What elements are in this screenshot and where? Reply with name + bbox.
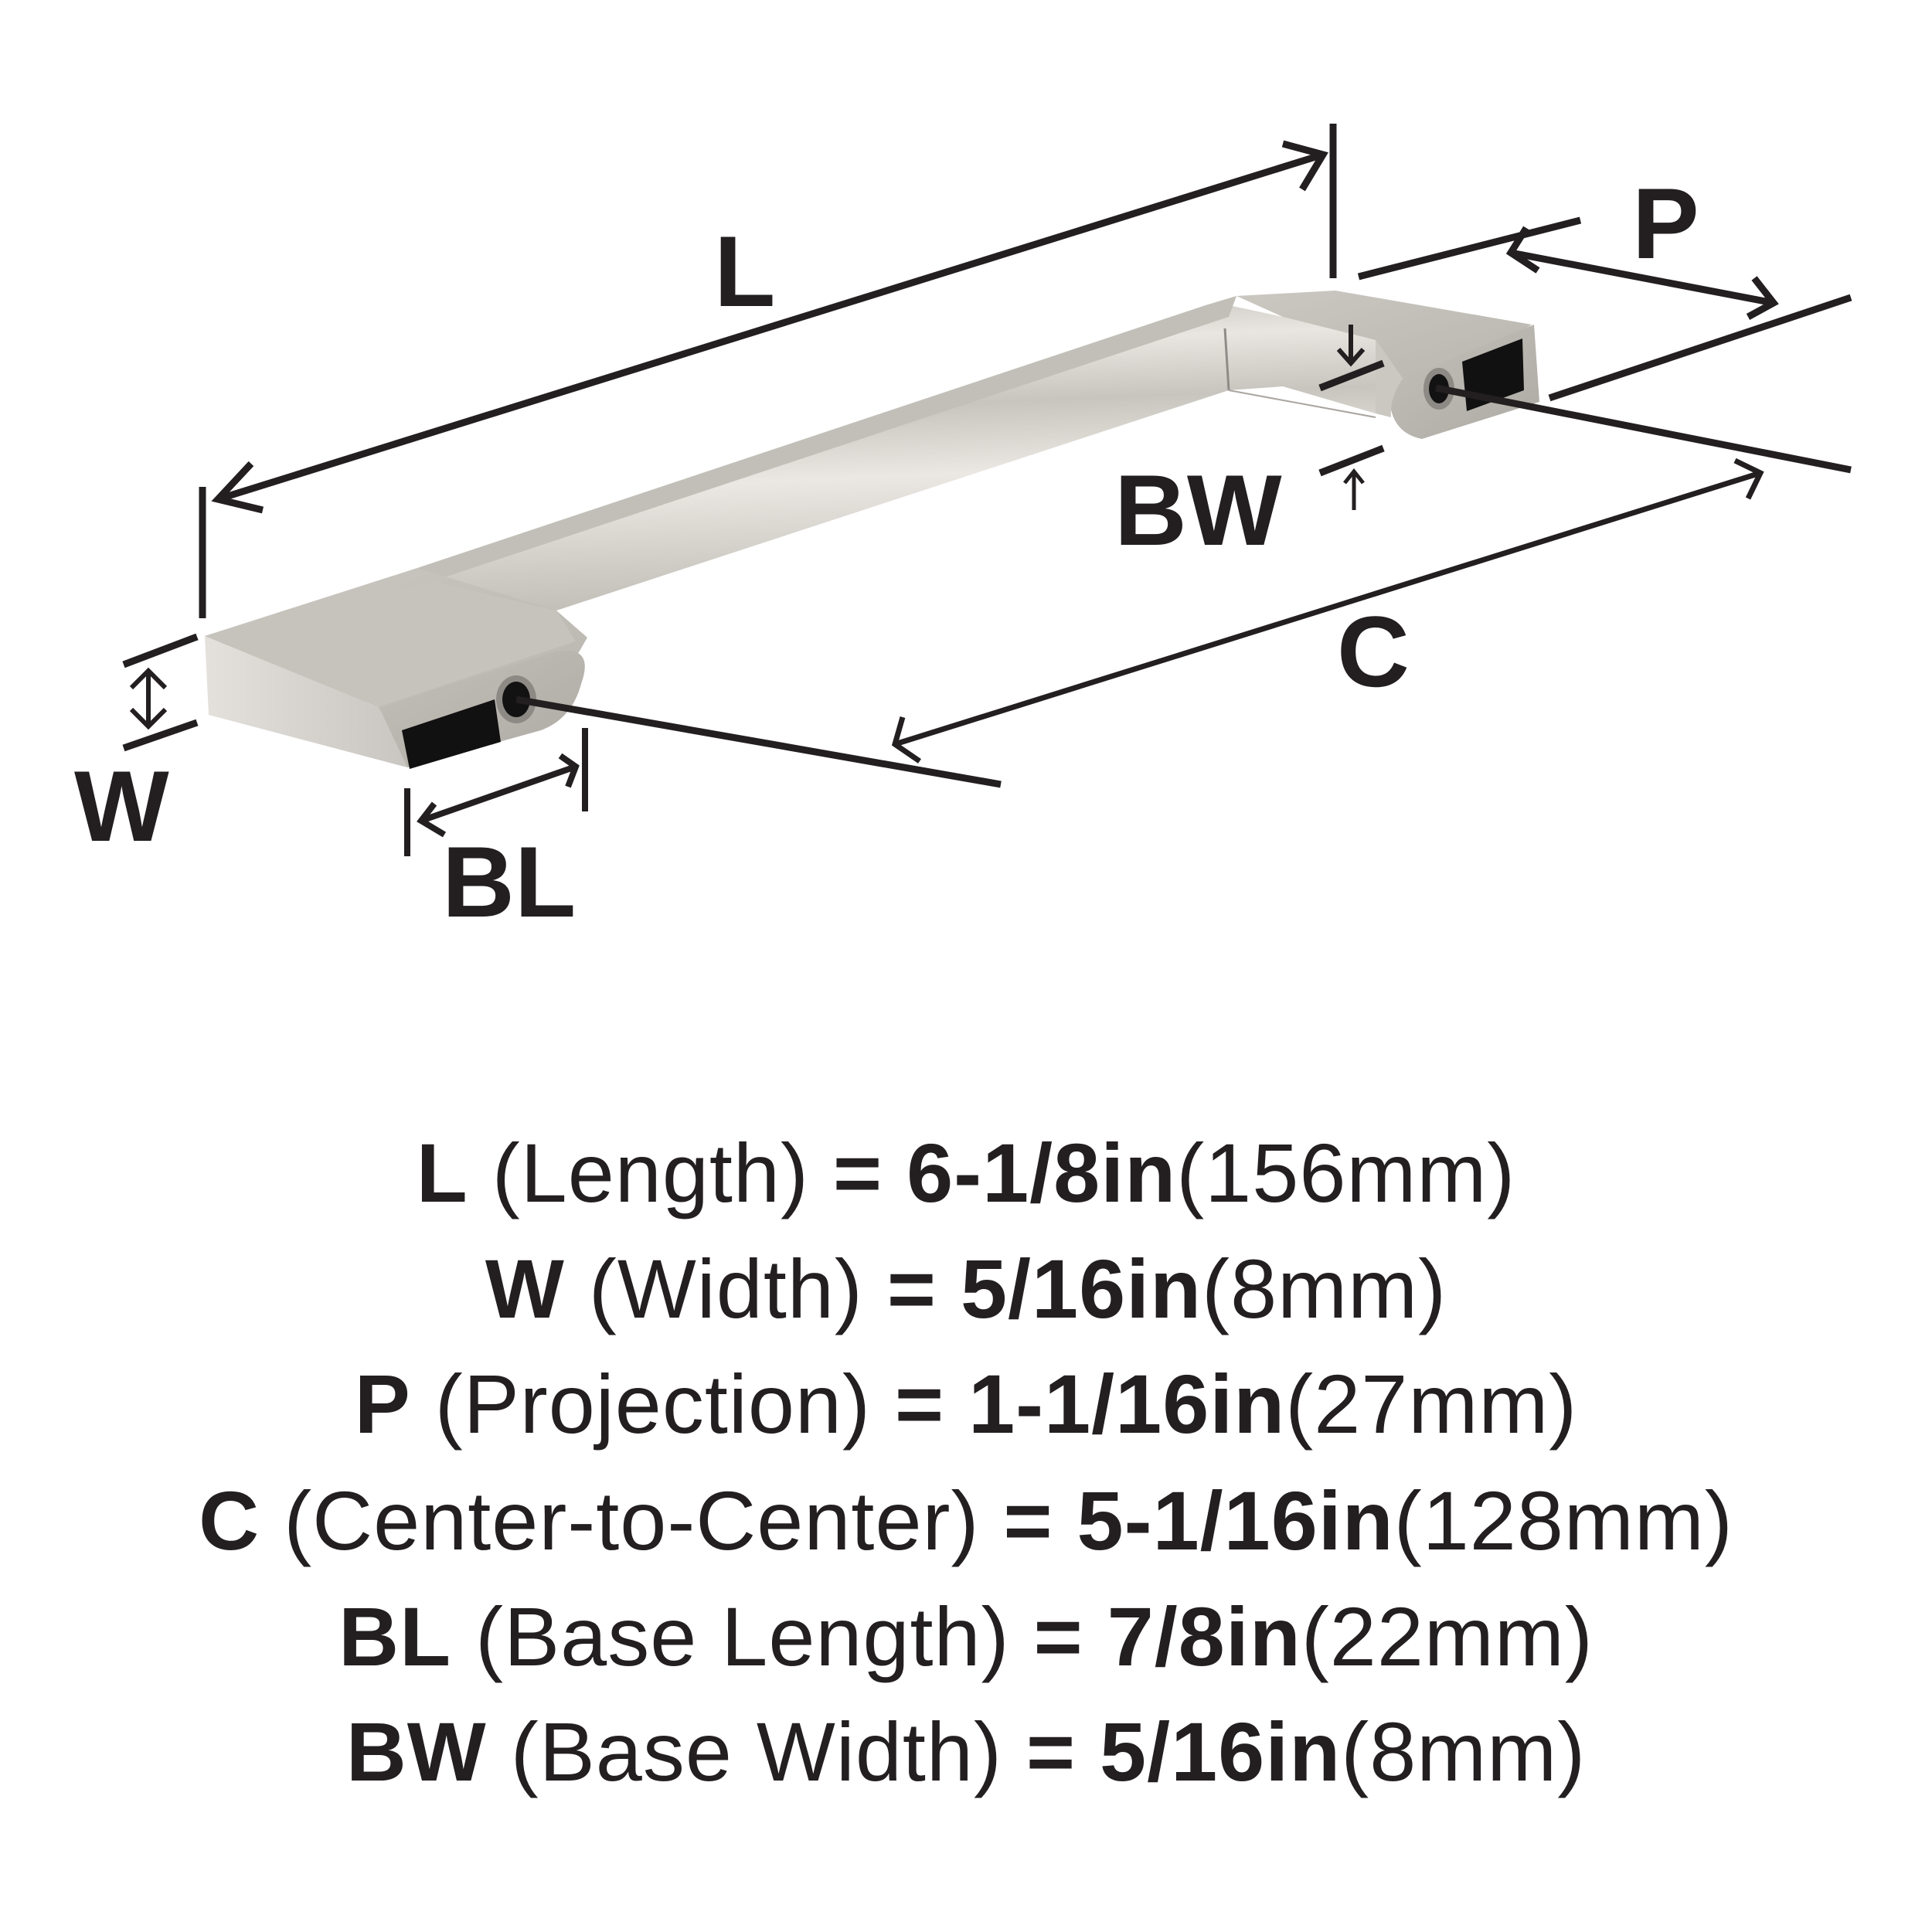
spec-code: P — [354, 1357, 411, 1451]
spec-row-center-to-center: C (Center-to-Center) = 5-1/16in(128mm) — [0, 1479, 1932, 1563]
dim-projection — [1357, 216, 1852, 402]
spec-equals: = — [1033, 1590, 1083, 1683]
spec-row-width: W (Width) = 5/16in(8mm) — [0, 1247, 1932, 1331]
spec-name: (Center-to-Center) — [284, 1474, 980, 1567]
dim-center-to-center — [891, 457, 1764, 764]
spec-metric: (8mm) — [1341, 1705, 1587, 1798]
spec-imperial: 5/16in — [1100, 1705, 1342, 1798]
spec-row-length: L (Length) = 6-1/8in(156mm) — [0, 1131, 1932, 1215]
spec-imperial: 5-1/16in — [1077, 1474, 1394, 1567]
left-base-block — [205, 568, 587, 769]
spec-code: L — [416, 1126, 468, 1219]
label-C: C — [1337, 595, 1410, 708]
handle-illustration — [205, 291, 1539, 769]
spec-code: BW — [345, 1705, 487, 1798]
spec-name: (Projection) — [434, 1357, 871, 1451]
label-W: W — [74, 750, 169, 862]
handle-bar-top — [417, 296, 1236, 581]
spec-code: W — [485, 1242, 565, 1335]
spec-equals: = — [1026, 1705, 1077, 1798]
label-P: P — [1632, 167, 1699, 280]
right-base-block — [1236, 291, 1539, 439]
spec-code: C — [199, 1474, 260, 1567]
spec-row-projection: P (Projection) = 1-1/16in(27mm) — [0, 1362, 1932, 1446]
spec-imperial: 1-1/16in — [968, 1357, 1286, 1451]
dim-base-length — [404, 728, 588, 856]
spec-metric: (8mm) — [1202, 1242, 1447, 1335]
label-L: L — [714, 215, 776, 328]
spec-metric: (128mm) — [1393, 1474, 1733, 1567]
spec-equals: = — [832, 1126, 883, 1219]
spec-metric: (156mm) — [1176, 1126, 1516, 1219]
dimension-lines — [122, 124, 1852, 856]
spec-equals: = — [1003, 1474, 1053, 1567]
handle-bar — [402, 305, 1376, 649]
leader-right-hole — [1435, 384, 1852, 474]
spec-name: (Base Width) — [510, 1705, 1002, 1798]
spec-name: (Length) — [492, 1126, 809, 1219]
spec-name: (Base Length) — [475, 1590, 1010, 1683]
spec-row-base-width: BW (Base Width) = 5/16in(8mm) — [0, 1710, 1932, 1794]
spec-metric: (27mm) — [1285, 1357, 1578, 1451]
dim-width — [122, 633, 199, 752]
spec-imperial: 5/16in — [960, 1242, 1202, 1335]
spec-imperial: 6-1/8in — [906, 1126, 1177, 1219]
spec-equals: = — [886, 1242, 937, 1335]
spec-imperial: 7/8in — [1107, 1590, 1301, 1683]
spec-metric: (22mm) — [1301, 1590, 1594, 1683]
label-BW: BW — [1114, 454, 1282, 566]
label-BL: BL — [442, 825, 577, 938]
dim-length — [199, 124, 1337, 618]
spec-row-base-length: BL (Base Length) = 7/8in(22mm) — [0, 1595, 1932, 1679]
spec-code: BL — [338, 1590, 452, 1683]
dim-base-width — [1318, 325, 1385, 510]
leader-left-hole — [515, 696, 1002, 788]
spec-name: (Width) — [588, 1242, 863, 1335]
handle-dimension-diagram — [122, 124, 1852, 856]
spec-equals: = — [894, 1357, 945, 1451]
